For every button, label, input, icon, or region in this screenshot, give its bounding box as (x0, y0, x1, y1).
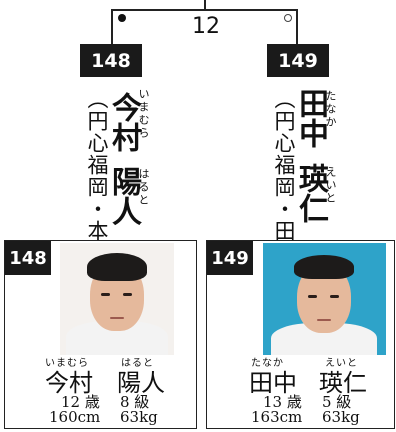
photo-eye (330, 295, 339, 298)
bracket-horizontal (111, 9, 297, 11)
card-surname-ruby-148: いまむら (45, 358, 89, 369)
photo-hair (294, 255, 354, 279)
card-surname-ruby-149: たなか (251, 358, 284, 369)
photo-mouth (110, 317, 124, 319)
fighter-photo-148 (60, 243, 174, 355)
card-weight-149: 63kg (322, 408, 360, 426)
fighter-given-ruby-149: えいと (324, 166, 337, 205)
photo-eye (123, 293, 132, 296)
fighter-surname-148: 今村 (106, 92, 141, 152)
fighter-surname-ruby-148: いまむら (137, 88, 150, 140)
fighter-given-149: 瑛仁 (293, 163, 328, 223)
photo-eye (308, 295, 317, 298)
card-height-149: 163cm (251, 408, 303, 426)
card-age-149: 13 歳 (263, 393, 302, 411)
card-weight-148: 63kg (120, 408, 158, 426)
card-grade-148: 8 級 (120, 393, 150, 411)
fighter-photo-149 (263, 243, 386, 355)
photo-hair (87, 253, 147, 281)
card-height-148: 160cm (49, 408, 101, 426)
card-given-ruby-148: はると (121, 358, 154, 369)
fighter-surname-149: 田中 (293, 88, 328, 148)
photo-mouth (317, 319, 331, 321)
fighter-given-ruby-148: はると (137, 168, 150, 207)
card-given-148: 陽人 (117, 369, 165, 397)
fighter-number-badge-149: 149 (267, 44, 329, 77)
match-number: 12 (192, 14, 220, 39)
bracket-stem (204, 0, 206, 10)
photo-eye (101, 293, 110, 296)
fighter-number-badge-148: 148 (80, 44, 142, 77)
card-given-149: 瑛仁 (319, 369, 367, 397)
fighter-card-149: 149 たなか えいと 田中 瑛仁 13 歳 5 級 163cm 63kg (206, 240, 395, 429)
loser-dot (284, 14, 292, 22)
winner-dot (118, 14, 126, 22)
bracket-right-drop (296, 9, 298, 45)
card-age-148: 12 歳 (61, 393, 100, 411)
card-number-badge-149: 149 (207, 241, 253, 275)
fighter-surname-ruby-149: たなか (324, 90, 337, 129)
fighter-given-148: 陽人 (106, 166, 141, 226)
card-number-badge-148: 148 (5, 241, 51, 275)
card-grade-149: 5 級 (322, 393, 352, 411)
card-given-ruby-149: えいと (325, 358, 358, 369)
fighter-card-148: 148 いまむら はると 今村 陽人 12 歳 8 級 160cm 63kg (4, 240, 197, 429)
card-surname-149: 田中 (249, 369, 297, 397)
bracket-left-drop (111, 9, 113, 45)
card-surname-148: 今村 (45, 369, 93, 397)
